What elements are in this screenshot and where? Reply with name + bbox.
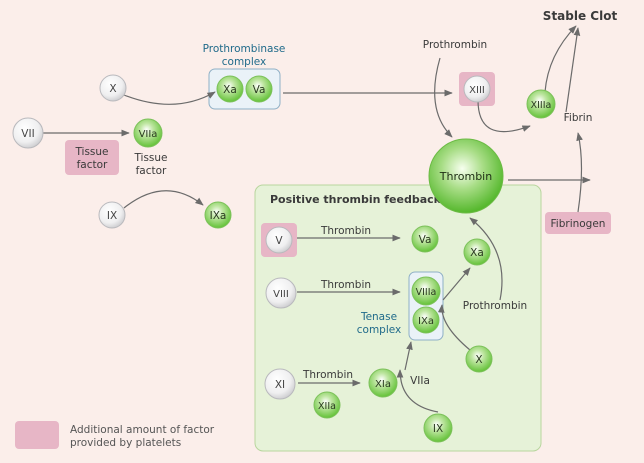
stable-clot-label: Stable Clot bbox=[543, 9, 618, 23]
node-x: X bbox=[109, 83, 116, 95]
feedback-panel bbox=[254, 184, 542, 452]
node-thrombin: Thrombin bbox=[439, 170, 492, 183]
node-xi-circle bbox=[264, 368, 296, 400]
node-x-circle bbox=[99, 74, 127, 102]
thrombin-edge-xi-label: Thrombin bbox=[302, 369, 353, 381]
edge-ix-xia bbox=[396, 369, 439, 413]
edge-x-prothrombinase bbox=[123, 91, 216, 105]
prothrombinase-label-line1: Prothrombinase bbox=[203, 43, 286, 55]
node-vii: VII bbox=[21, 128, 34, 140]
tenase-label-line2: complex bbox=[357, 324, 402, 336]
node-xa-pro-circle bbox=[216, 75, 244, 103]
node-ix-circle bbox=[98, 201, 126, 229]
node-ixa-ten: IXa bbox=[418, 316, 434, 327]
node-xia-circle bbox=[368, 368, 398, 398]
node-ix: IX bbox=[107, 210, 117, 222]
node-viii: VIII bbox=[273, 289, 289, 300]
edge-prothrombin-thrombin-fb bbox=[469, 217, 503, 301]
node-va-pro: Va bbox=[253, 84, 266, 96]
fibrin-label: Fibrin bbox=[564, 112, 593, 124]
node-xiia: XIIa bbox=[318, 401, 336, 412]
viia-edge-label: VIIa bbox=[410, 375, 430, 387]
node-xia: XIa bbox=[375, 379, 391, 390]
node-xa-fb-circle bbox=[463, 238, 491, 266]
fibrinogen-label: Fibrinogen bbox=[551, 218, 606, 230]
tissue-factor-box bbox=[65, 140, 119, 175]
node-x-fb: X bbox=[475, 354, 482, 366]
thrombin-edge-v-label: Thrombin bbox=[320, 225, 371, 237]
node-viiia: VIIIa bbox=[416, 287, 437, 298]
node-xiia-circle bbox=[313, 391, 341, 419]
edge-xiiia-stable bbox=[544, 25, 577, 93]
node-xa-pro: Xa bbox=[223, 84, 237, 96]
node-ixa-circle bbox=[204, 201, 232, 229]
prothrombinase-label-line2: complex bbox=[222, 56, 267, 68]
edge-fibrinogen-fibrin bbox=[576, 132, 583, 213]
prothrombin-right-label: Prothrombin bbox=[463, 300, 527, 312]
edge-x-tenase bbox=[437, 304, 471, 351]
node-ix-fb: IX bbox=[433, 423, 443, 435]
node-vii-circle bbox=[12, 117, 44, 149]
node-viia-circle bbox=[133, 118, 163, 148]
thrombin-edge-viii-label: Thrombin bbox=[320, 279, 371, 291]
tissue-factor-box-line1: Tissue bbox=[74, 146, 108, 158]
node-viiia-circle bbox=[411, 276, 441, 306]
edge-xiii-xiiia bbox=[477, 99, 531, 133]
node-ixa: IXa bbox=[210, 210, 227, 222]
legend-line1: Additional amount of factor bbox=[70, 424, 215, 436]
fibrinogen-box bbox=[545, 212, 611, 234]
node-va: Va bbox=[419, 234, 432, 246]
node-xi: XI bbox=[275, 379, 285, 391]
tissue-factor-label-line2: factor bbox=[136, 165, 167, 177]
tenase-label-line1: Tenase bbox=[360, 311, 397, 323]
node-xiii: XIII bbox=[469, 85, 485, 96]
node-v-circle bbox=[265, 226, 293, 254]
edge-tenase-xa bbox=[442, 267, 471, 301]
edge-prothrombin-thrombin bbox=[434, 57, 453, 138]
edge-tenase-up bbox=[404, 341, 413, 371]
edge-ix-ixa bbox=[123, 190, 204, 209]
feedback-title: Positive thrombin feedback bbox=[270, 193, 442, 206]
edges bbox=[43, 25, 591, 413]
legend-swatch bbox=[15, 421, 59, 449]
node-viii-circle bbox=[265, 277, 297, 309]
node-xiii-circle bbox=[463, 75, 491, 103]
node-ixa-ten-circle bbox=[412, 306, 440, 334]
tissue-factor-box-line2: factor bbox=[77, 159, 108, 171]
edge-labels: Tissue factor Prothrombin Fibrin Prothro… bbox=[133, 39, 592, 387]
node-xa-fb: Xa bbox=[470, 247, 484, 259]
node-x-fb-circle bbox=[465, 345, 493, 373]
edge-fibrin-stable bbox=[565, 27, 581, 113]
nodes: X VII VIIa Xa Va IX IXa XIII XIIIa Throm… bbox=[12, 74, 556, 443]
node-xiiia: XIIIa bbox=[531, 100, 552, 111]
node-viia: VIIa bbox=[139, 129, 158, 140]
tissue-factor-label-line1: Tissue bbox=[133, 152, 167, 164]
node-xiiia-circle bbox=[526, 89, 556, 119]
node-va-circle bbox=[411, 225, 439, 253]
node-thrombin-circle bbox=[428, 138, 504, 214]
node-ix-fb-circle bbox=[423, 413, 453, 443]
legend-line2: provided by platelets bbox=[70, 437, 181, 449]
node-v: V bbox=[275, 235, 283, 247]
node-va-pro-circle bbox=[245, 75, 273, 103]
prothrombin-top-label: Prothrombin bbox=[423, 39, 487, 51]
